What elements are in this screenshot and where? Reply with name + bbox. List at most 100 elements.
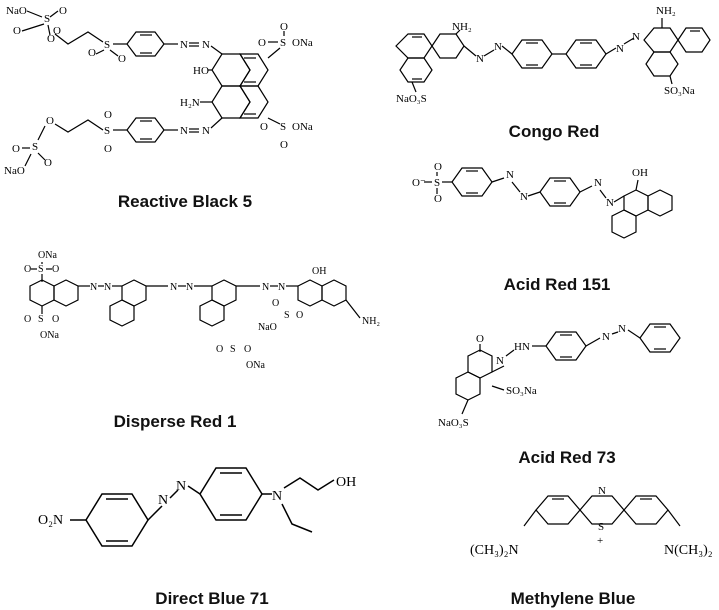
atom-label: S bbox=[104, 125, 110, 137]
atom-label: ONa bbox=[246, 360, 265, 371]
acid-red-151-structure: O⁻ S O O N N N N OH bbox=[412, 161, 673, 239]
atom-label: ONa bbox=[38, 250, 57, 261]
atom-label: N bbox=[598, 485, 606, 497]
atom-label: N bbox=[186, 282, 193, 293]
atom-label: HO bbox=[193, 65, 209, 77]
atom-label: N bbox=[180, 125, 188, 137]
atom-label: H₂N bbox=[180, 97, 200, 109]
atom-label: (CH₃)₂N bbox=[470, 543, 519, 558]
atom-label: O bbox=[47, 33, 55, 45]
direct-blue-71-structure: O₂N N N N OH bbox=[38, 467, 356, 547]
congo-red-structure: NH₂ NaO₃S N N N N NH₂ SO₃Na bbox=[395, 5, 711, 105]
atom-label: O bbox=[44, 157, 52, 169]
atom-label: S bbox=[104, 39, 110, 51]
atom-label: O bbox=[59, 5, 67, 17]
atom-label: ONa bbox=[40, 330, 59, 341]
atom-label: O₂N bbox=[38, 513, 63, 528]
atom-label: O bbox=[118, 53, 126, 65]
caption-disperse-red-1: Disperse Red 1 bbox=[114, 412, 237, 431]
caption-acid-red-151: Acid Red 151 bbox=[504, 275, 611, 294]
caption-reactive-black-5: Reactive Black 5 bbox=[118, 192, 252, 211]
atom-label: OH bbox=[632, 167, 648, 179]
atom-label: O bbox=[13, 25, 21, 37]
atom-label: S bbox=[32, 141, 38, 153]
atom-label: N bbox=[506, 169, 514, 181]
atom-label: ONa bbox=[292, 121, 313, 133]
atom-label: O bbox=[272, 298, 279, 309]
atom-label: O⁻ bbox=[412, 177, 426, 189]
atom-label: NH₂ bbox=[362, 316, 380, 327]
atom-label: N bbox=[618, 323, 626, 335]
atom-label: O bbox=[53, 25, 61, 37]
atom-label: N(CH₃)₂ bbox=[664, 543, 713, 558]
atom-label: N bbox=[90, 282, 97, 293]
atom-label: NaO₃S bbox=[396, 93, 427, 105]
atom-label: N bbox=[632, 31, 640, 43]
atom-label: O bbox=[46, 115, 54, 127]
atom-label: N bbox=[202, 39, 210, 51]
atom-label: O bbox=[434, 161, 442, 173]
atom-label: O bbox=[24, 264, 31, 275]
atom-label: N bbox=[104, 282, 111, 293]
atom-label: N bbox=[202, 125, 210, 137]
caption-congo-red: Congo Red bbox=[509, 122, 600, 141]
atom-label: S bbox=[284, 310, 290, 321]
atom-label: O bbox=[12, 143, 20, 155]
atom-label: O bbox=[260, 121, 268, 133]
atom-label: O bbox=[104, 109, 112, 121]
atom-label: SO₃Na bbox=[506, 385, 537, 397]
atom-label: S bbox=[280, 121, 286, 133]
atom-label: ONa bbox=[292, 37, 313, 49]
atom-label: N bbox=[272, 489, 282, 504]
atom-label: N bbox=[476, 53, 484, 65]
atom-label: N bbox=[594, 177, 602, 189]
atom-label: S bbox=[230, 344, 236, 355]
acid-red-73-structure: O N HN N N SO₃Na NaO₃S bbox=[438, 323, 681, 429]
caption-acid-red-73: Acid Red 73 bbox=[518, 448, 615, 467]
atom-label: SO₃Na bbox=[664, 85, 695, 97]
atom-label: O bbox=[24, 314, 31, 325]
atom-label: S bbox=[434, 177, 440, 189]
atom-label: O bbox=[88, 47, 96, 59]
atom-label: OH bbox=[336, 475, 356, 490]
caption-methylene-blue: Methylene Blue bbox=[511, 589, 636, 608]
atom-label: + bbox=[597, 535, 603, 547]
atom-label: S bbox=[44, 13, 50, 25]
atom-label: NaO bbox=[258, 322, 277, 333]
atom-label: O bbox=[258, 37, 266, 49]
atom-label: NaO bbox=[4, 165, 25, 177]
atom-label: O bbox=[244, 344, 251, 355]
atom-label: HN bbox=[514, 341, 530, 353]
caption-direct-blue-71: Direct Blue 71 bbox=[155, 589, 268, 608]
atom-label: N bbox=[278, 282, 285, 293]
atom-label: N bbox=[494, 41, 502, 53]
atom-label: N bbox=[520, 191, 528, 203]
atom-label: N bbox=[602, 331, 610, 343]
reactive-black-5-structure: NaO S O O O O S O O N N S O O bbox=[4, 5, 313, 177]
atom-label: N bbox=[496, 355, 504, 367]
atom-label: S bbox=[280, 37, 286, 49]
atom-label: NaO₃S bbox=[438, 417, 469, 429]
atom-label: O bbox=[296, 310, 303, 321]
disperse-red-1-structure: ONa S O O S O O ONa N N N N N N OH bbox=[24, 250, 380, 371]
atom-label: N bbox=[180, 39, 188, 51]
atom-label: S bbox=[598, 521, 604, 533]
atom-label: OH bbox=[312, 266, 326, 277]
atom-label: O bbox=[280, 139, 288, 151]
atom-label: S bbox=[38, 314, 44, 325]
atom-label: N bbox=[176, 479, 186, 494]
atom-label: N bbox=[616, 43, 624, 55]
atom-label: O bbox=[104, 143, 112, 155]
atom-label: O bbox=[476, 333, 484, 345]
atom-label: O bbox=[52, 264, 59, 275]
atom-label: N bbox=[606, 197, 614, 209]
atom-label: S bbox=[38, 264, 44, 275]
atom-label: NH₂ bbox=[452, 21, 472, 33]
atom-label: N bbox=[158, 493, 168, 508]
atom-label: O bbox=[434, 193, 442, 205]
methylene-blue-structure: N S + (CH₃)₂N N(CH₃)₂ bbox=[470, 485, 713, 558]
atom-label: O bbox=[216, 344, 223, 355]
atom-label: O bbox=[52, 314, 59, 325]
atom-label: N bbox=[262, 282, 269, 293]
